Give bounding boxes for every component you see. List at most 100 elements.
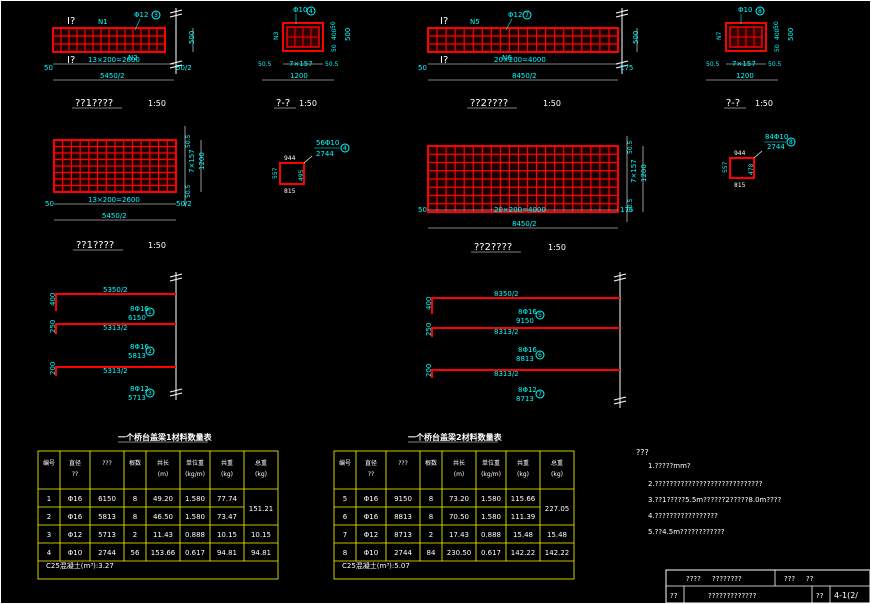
table-cell: 2744 [98,549,116,557]
table-cell: 77.74 [217,495,238,503]
table-header-cell: (kg/m) [185,471,205,478]
table-cell: 142.22 [545,549,570,557]
sec2-right: 50.5 [768,61,782,68]
bar3-total: 5713 [128,394,146,402]
section-2: Φ10 8 N7 50 400 50 500 50.5 7×157 50.5 1… [706,6,795,109]
bar-shapes-1: 5350/2 400 8Φ16 6150 1 5313/2 250 8Φ16 5… [49,272,183,402]
plan1-bot: 50.5 [185,184,192,198]
table-cell: 230.50 [447,549,472,557]
stirrup2-len: 2744 [767,143,785,151]
table-cell: 0.617 [185,549,205,557]
rebar-label-n1: N1 [98,18,108,26]
table-cell: Φ10 [68,549,82,557]
table-cell: 3 [47,531,51,539]
bar2-len: 5313/2 [103,324,128,332]
bar2-total: 5813 [128,352,146,360]
bar7-total: 8713 [516,395,534,403]
rebar-label-n5: N5 [470,18,480,26]
table-header-cell: ?? [368,471,374,478]
table1-footer: C25混凝土(m³):3.27 [46,561,114,570]
table-cell: 2 [47,513,51,521]
sec2-circle: 8 [758,8,762,15]
sec2-left: 50.5 [706,61,720,68]
plan1-mid: 7×157 [188,149,196,173]
bar5-circle: 5 [538,312,542,319]
table-cell: 49.20 [153,495,173,503]
table-cell: 0.888 [185,531,205,539]
table-header-cell: (m) [454,471,465,478]
table2-title: 一个桥台盖梁2材料数量表 [408,432,503,442]
bar5-hook: 400 [425,297,433,310]
table-header-cell: ??? [102,460,112,467]
plan-1: 50.5 7×157 50.5 1200 13×200=2600 50 50/2… [45,126,206,251]
stirrup2-right: 478 [748,163,755,175]
stirrup2-top: 944 [734,150,746,157]
rebar-label-n2: N2 [128,54,138,62]
bar2-hook: 250 [49,320,57,333]
sec2-50a: 50 [773,21,780,29]
table-cell: 9150 [394,495,412,503]
sec2-scale: 1:50 [755,99,773,108]
bar1-total: 6150 [128,314,146,322]
stirrup2-label: 84Φ10 [765,133,788,141]
bar5-n: 8Φ16 [518,308,537,316]
right-cover: 50/2 [176,64,192,72]
stirrup2-circle: 8 [789,139,793,146]
table-cell: 115.66 [511,495,536,503]
table-cell: 8 [343,549,347,557]
table-header-cell: 直径 [69,459,81,467]
sec2-side: N7 [716,32,723,40]
sec1-50b: 50 [331,44,338,52]
stirrup2-bottom: 815 [734,182,746,189]
plan2-bot: 50.5 [627,198,634,212]
plan1-total: 5450/2 [102,212,127,220]
sec2-width: 1200 [736,72,754,80]
note-2: 2.????????????????????????????? [648,480,763,488]
view-title: ??1???? [75,98,113,109]
table-cell: 4 [47,549,52,557]
stirrup1-bottom: 815 [284,188,296,195]
note-5: 5.??4.5m???????????? [648,528,725,536]
table-header-cell: 总重 [551,459,563,467]
table-cell: 8 [429,495,433,503]
view-scale: 1:50 [148,99,166,108]
bar7-len: 8313/2 [494,370,519,378]
table-cell: Φ16 [68,495,83,503]
table1-title: 一个桥台盖梁1材料数量表 [118,432,213,442]
table-cell: 94.81 [217,549,237,557]
bar1-n: 8Φ16 [130,305,149,313]
sec1-right: 50.5 [325,61,339,68]
plan-2: 50.5 7×157 50.5 1200 20×200=4000 50 175 … [418,136,648,253]
sec1-scale: 1:50 [299,99,317,108]
table-cell: 6 [343,513,348,521]
table-header-cell: 共重 [221,459,233,467]
bar5-len: 8350/2 [494,290,519,298]
total-len: 5450/2 [100,72,125,80]
sec1-rebar: Φ10 [293,6,307,14]
table-cell: 1.580 [185,513,205,521]
table-header-cell: 总重 [255,459,267,467]
material-table-2: 一个桥台盖梁2材料数量表 编号直径?????根数共长(m)单位重(kg/m)共重… [333,432,575,580]
sec1-mid: 7×157 [289,60,313,68]
section-mark-bottom-2: I? [440,55,448,66]
table-cell: 0.617 [481,549,501,557]
elevation-1: I? I? N1 N2 Φ12 3 500 13×200=2600 50 50/… [44,8,196,109]
plan2-spacing: 20×200=4000 [494,206,546,214]
table-header-cell: (kg) [517,471,529,478]
stirrup1-len: 2744 [316,150,334,158]
table-header-cell: (m) [158,471,169,478]
sec1-50a: 50 [330,21,337,29]
table-header-cell: 直径 [365,459,377,467]
table-cell: 84 [427,549,436,557]
bar1-circle: 1 [148,309,152,316]
sec2-rebar: Φ10 [738,6,752,14]
table-header-cell: 单位重 [186,459,204,467]
sec2-50b: 50 [774,44,781,52]
table-cell: 46.50 [153,513,173,521]
plan2-title: ??2???? [474,242,512,253]
plan2-left: 50 [418,206,427,214]
plan1-title: ??1???? [76,240,114,251]
section-mark-bottom: I? [67,55,75,66]
plan1-height: 1200 [198,152,206,170]
